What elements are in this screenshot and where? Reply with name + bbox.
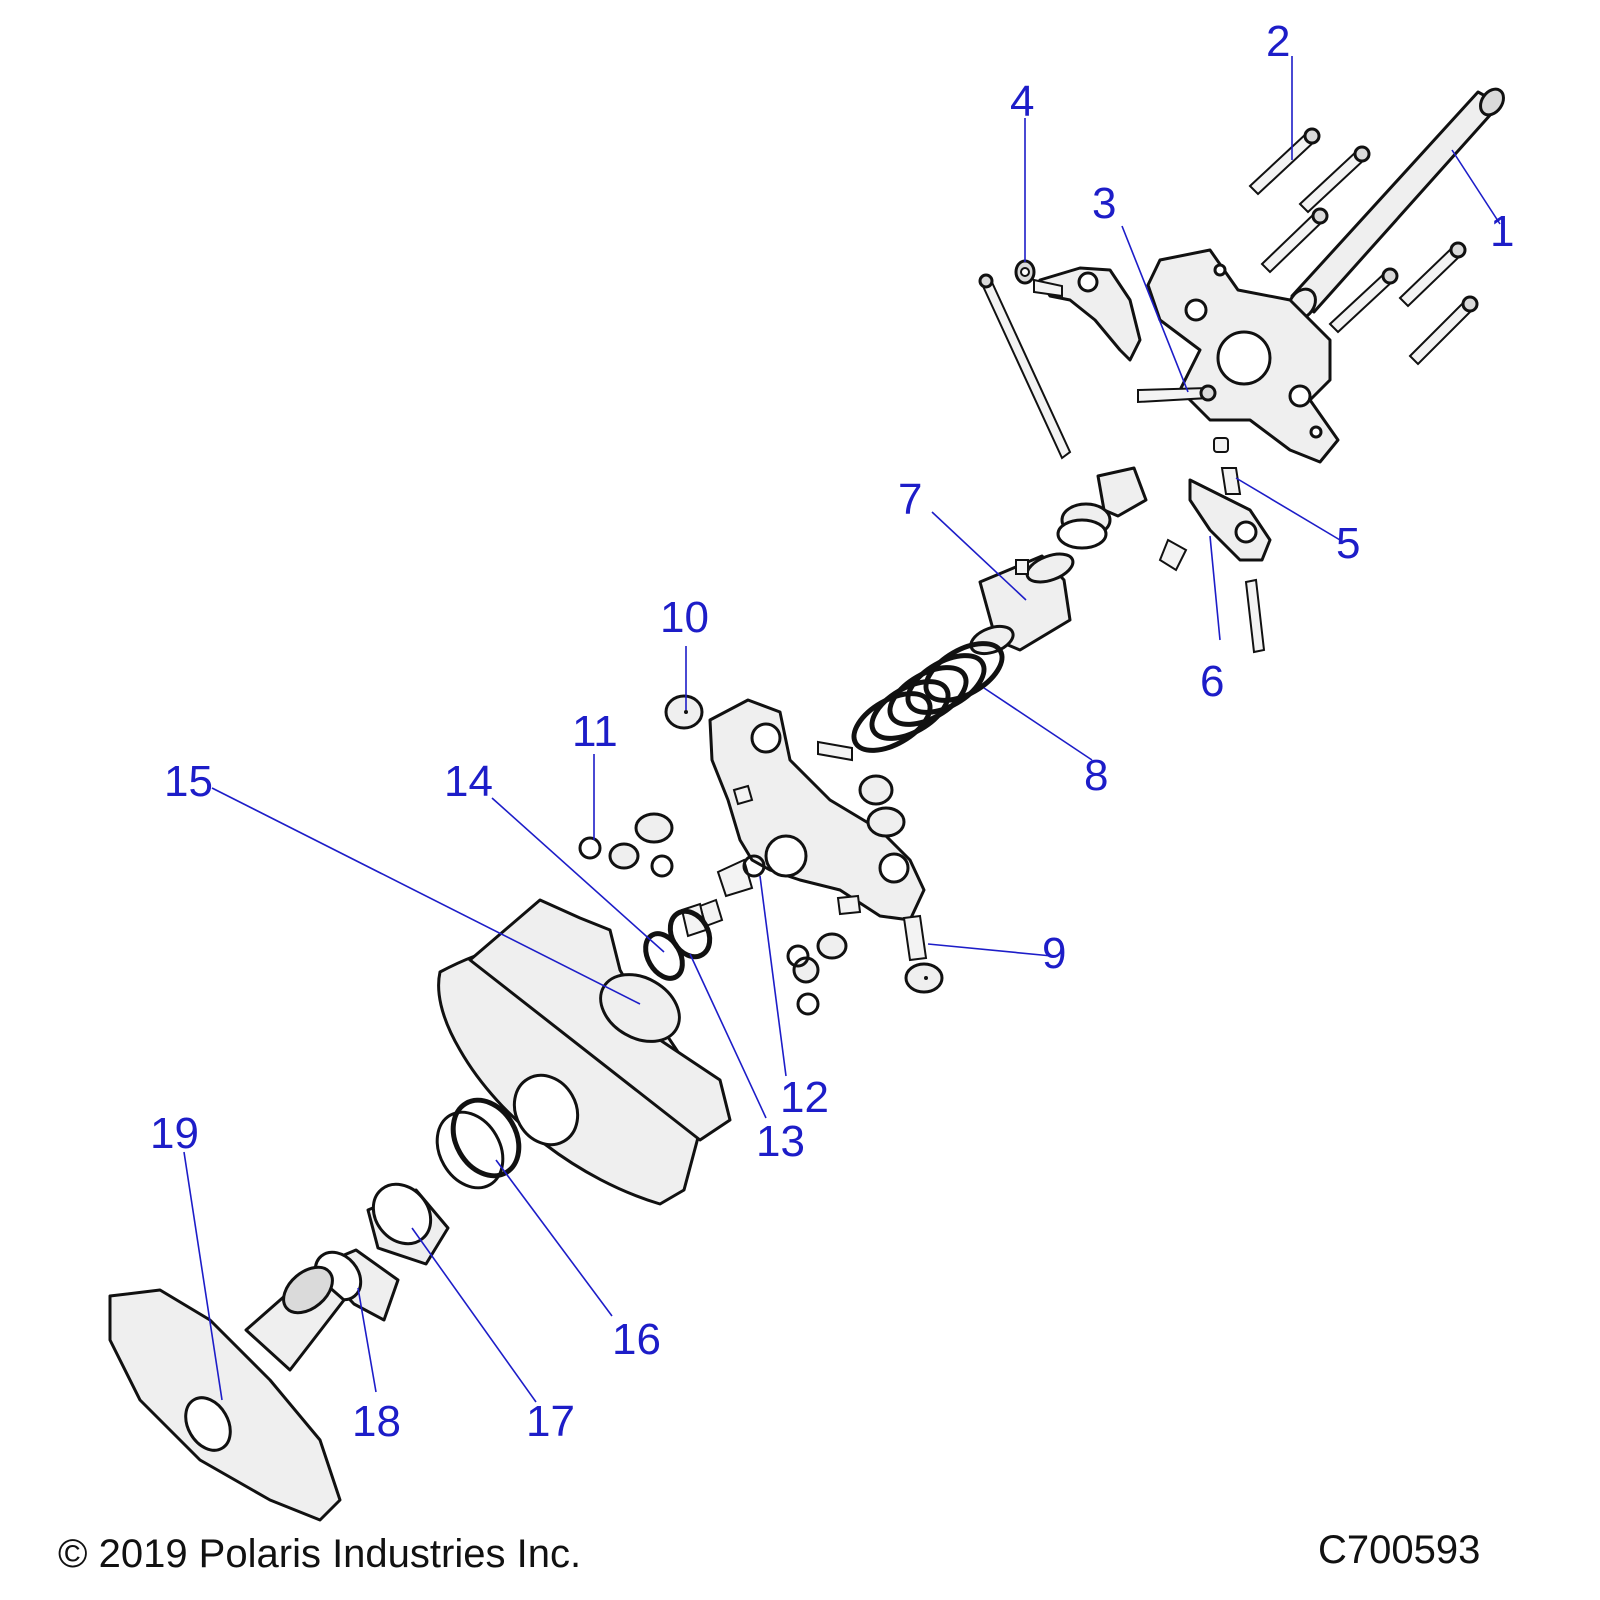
callout-16[interactable]: 16 — [612, 1315, 661, 1364]
part-6-flyweight[interactable] — [1158, 478, 1272, 654]
part-17-bushing[interactable] — [362, 1173, 450, 1266]
part-2-bolts[interactable] — [1248, 127, 1479, 366]
callout-3[interactable]: 3 — [1092, 179, 1117, 228]
callout-8[interactable]: 8 — [1084, 751, 1109, 800]
part-5-pin[interactable] — [1213, 437, 1242, 495]
part-10-button[interactable] — [664, 694, 704, 730]
bushings-group[interactable] — [608, 812, 766, 938]
callout-1[interactable]: 1 — [1490, 207, 1515, 256]
roller[interactable] — [1056, 466, 1148, 550]
part-3-pin[interactable] — [1137, 384, 1217, 404]
callout-9[interactable]: 9 — [1042, 929, 1067, 978]
lower-bushings[interactable] — [786, 932, 848, 1016]
spider-plate[interactable] — [1146, 248, 1340, 464]
callout-10[interactable]: 10 — [660, 593, 709, 642]
part-19-fixed-sheave[interactable] — [108, 1258, 346, 1522]
leader-lines — [183, 56, 1501, 1403]
callout-14[interactable]: 14 — [444, 757, 493, 806]
part-11-washer[interactable] — [578, 836, 602, 860]
flyweight-arm-upper[interactable] — [1033, 266, 1142, 362]
part-15-moveable-sheave[interactable] — [437, 898, 732, 1206]
callout-4[interactable]: 4 — [1010, 77, 1035, 126]
callout-5[interactable]: 5 — [1336, 519, 1361, 568]
part-13-washer[interactable] — [662, 904, 717, 964]
callout-18[interactable]: 18 — [352, 1397, 401, 1446]
callout-17[interactable]: 17 — [526, 1397, 575, 1446]
part-7-sleeve[interactable] — [967, 549, 1076, 659]
callout-11[interactable]: 11 — [572, 707, 618, 756]
part-8-spring[interactable] — [845, 632, 1012, 762]
callout-12[interactable]: 12 — [780, 1073, 829, 1122]
callout-6[interactable]: 6 — [1200, 657, 1225, 706]
copyright-text: © 2019 Polaris Industries Inc. — [58, 1532, 582, 1576]
callout-7[interactable]: 7 — [898, 475, 923, 524]
figure-code: C700593 — [1318, 1528, 1481, 1572]
part-4-nut[interactable] — [1014, 259, 1036, 285]
long-pin-upper[interactable] — [978, 273, 1072, 460]
part-9-roller[interactable] — [902, 914, 944, 994]
callout-19[interactable]: 19 — [150, 1109, 199, 1158]
callout-2[interactable]: 2 — [1266, 17, 1291, 66]
callout-13[interactable]: 13 — [756, 1117, 805, 1166]
callout-15[interactable]: 15 — [164, 757, 213, 806]
